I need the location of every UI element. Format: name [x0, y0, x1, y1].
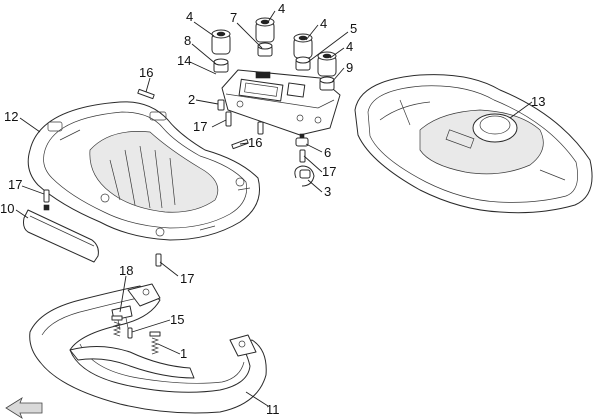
part-5-spacer-3: [295, 56, 311, 71]
callout-4-b: 4: [278, 1, 285, 16]
leader-lines: [15, 10, 533, 407]
arrow-icon: [5, 397, 43, 419]
part-17-screw-d: [43, 189, 50, 203]
part-4-capacitor-4: [317, 51, 337, 77]
part-6-switch: [295, 133, 309, 147]
callout-2: 2: [188, 92, 195, 107]
part-15-pin: [127, 327, 133, 339]
part-4-capacitor-3: [293, 33, 313, 59]
callout-7: 7: [230, 10, 237, 25]
callout-17-a: 17: [193, 119, 207, 134]
part-12-lower-housing: [27, 101, 260, 241]
part-1-spring-right: [149, 331, 161, 355]
callout-6: 6: [324, 145, 331, 160]
part-4-capacitor-2: [255, 17, 275, 43]
part-2-stud: [217, 99, 225, 111]
callout-17-c: 17: [8, 177, 22, 192]
part-10-bumper: [23, 204, 99, 263]
callout-16-b: 16: [248, 135, 262, 150]
part-7-spacer-2: [257, 42, 273, 57]
part-16-pin-upper: [137, 88, 155, 100]
part-17-screw-a: [225, 111, 232, 127]
part-13-top-cover: [354, 74, 593, 214]
part-17-screw-c: [299, 149, 306, 163]
callout-3: 3: [324, 184, 331, 199]
part-11-frame: [29, 283, 267, 414]
callout-9: 9: [346, 60, 353, 75]
callout-17-b: 17: [322, 164, 336, 179]
callout-5: 5: [350, 21, 357, 36]
callout-11: 11: [266, 402, 280, 417]
callout-4-a: 4: [186, 9, 193, 24]
callout-13: 13: [531, 94, 545, 109]
part-14-circuit-board: [221, 69, 341, 136]
part-15-spring-left: [111, 315, 123, 337]
callout-18: 18: [119, 263, 133, 278]
part-17-screw-e: [155, 253, 162, 267]
callout-16-a: 16: [139, 65, 153, 80]
callout-17-d: 17: [180, 271, 194, 286]
part-8-spacer-1: [213, 58, 229, 73]
part-4-capacitor-1: [211, 29, 231, 55]
callout-12: 12: [4, 109, 18, 124]
part-17-screw-b: [257, 121, 264, 135]
callout-4-c: 4: [320, 16, 327, 31]
callout-8: 8: [184, 33, 191, 48]
callout-10: 10: [0, 201, 14, 216]
part-9-spacer-4: [319, 76, 335, 91]
callout-14: 14: [177, 53, 191, 68]
callout-1: 1: [180, 346, 187, 361]
callout-labels: 4 7 4 4 5 8 4 14 9 16 2 12 13 17 16 6 17…: [0, 1, 545, 417]
callout-4-d: 4: [346, 39, 353, 54]
callout-15: 15: [170, 312, 184, 327]
